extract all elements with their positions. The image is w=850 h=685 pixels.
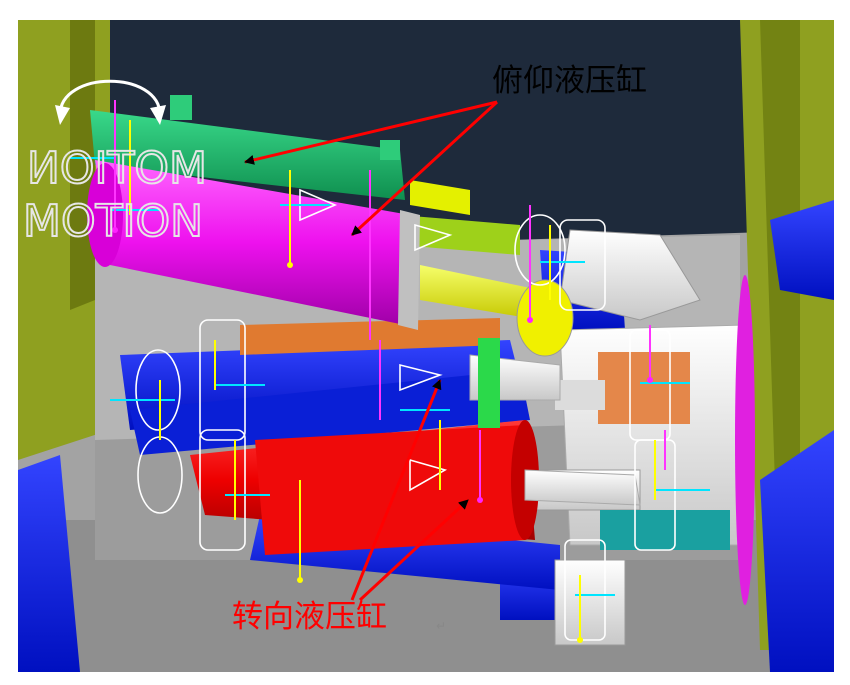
annotation-arrows bbox=[244, 100, 499, 602]
watermark-top: MOTION bbox=[27, 143, 207, 194]
orange-plate bbox=[598, 352, 690, 424]
rotate-arrow-icon bbox=[58, 79, 162, 116]
motion-watermark: MOTION MOTION bbox=[22, 79, 208, 248]
watermark-bottom: MOTION bbox=[23, 196, 203, 247]
svg-text:↵: ↵ bbox=[436, 619, 446, 633]
steering-cylinder-label: 转向液压缸 bbox=[232, 599, 387, 635]
pitch-cylinder-green bbox=[90, 95, 520, 255]
magenta-disk bbox=[735, 275, 755, 605]
steering-cylinder-red bbox=[190, 338, 641, 555]
joint-wireframe-icon bbox=[135, 188, 676, 641]
axis-gizmo-icon bbox=[70, 100, 710, 643]
pitch-cylinder-label: 俯仰液压缸 bbox=[492, 63, 647, 99]
